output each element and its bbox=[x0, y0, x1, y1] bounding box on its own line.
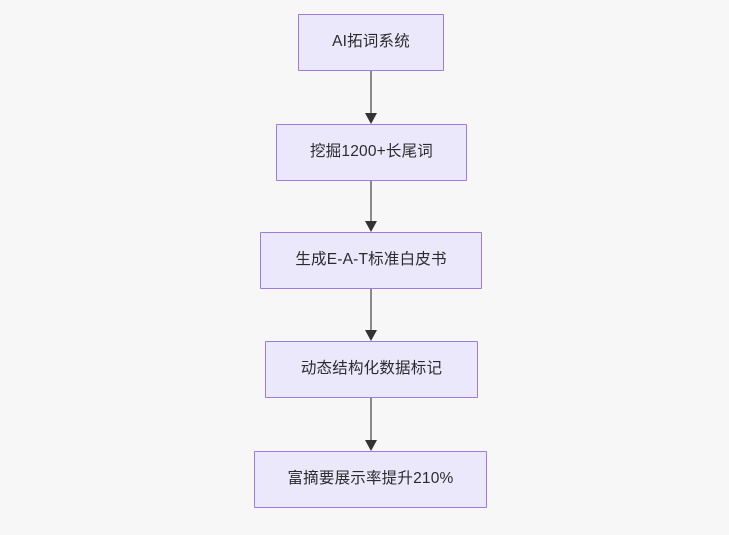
flowchart-node-label: AI拓词系统 bbox=[332, 33, 410, 51]
edge-n3-n4 bbox=[365, 289, 377, 341]
arrowhead-icon bbox=[365, 221, 377, 232]
arrowhead-icon bbox=[365, 330, 377, 341]
flowchart-node-label: 动态结构化数据标记 bbox=[300, 360, 443, 378]
flowchart-node-generate-eat-whitepaper[interactable]: 生成E-A-T标准白皮书 bbox=[260, 232, 482, 289]
edge-n2-n3 bbox=[365, 181, 377, 232]
flowchart-node-ai-keyword-system[interactable]: AI拓词系统 bbox=[298, 14, 444, 71]
edge-n4-n5 bbox=[365, 398, 377, 451]
flowchart-node-label: 挖掘1200+长尾词 bbox=[309, 143, 434, 161]
arrowhead-icon bbox=[365, 113, 377, 124]
flowchart-node-dynamic-structured-data-markup[interactable]: 动态结构化数据标记 bbox=[265, 341, 478, 398]
arrowhead-icon bbox=[365, 440, 377, 451]
edge-n1-n2 bbox=[365, 71, 377, 124]
flowchart-node-label: 富摘要展示率提升210% bbox=[287, 470, 454, 488]
flowchart-node-rich-snippet-rate-increase[interactable]: 富摘要展示率提升210% bbox=[254, 451, 487, 508]
flowchart-node-mine-longtail-keywords[interactable]: 挖掘1200+长尾词 bbox=[276, 124, 467, 181]
flowchart-node-label: 生成E-A-T标准白皮书 bbox=[295, 251, 447, 269]
